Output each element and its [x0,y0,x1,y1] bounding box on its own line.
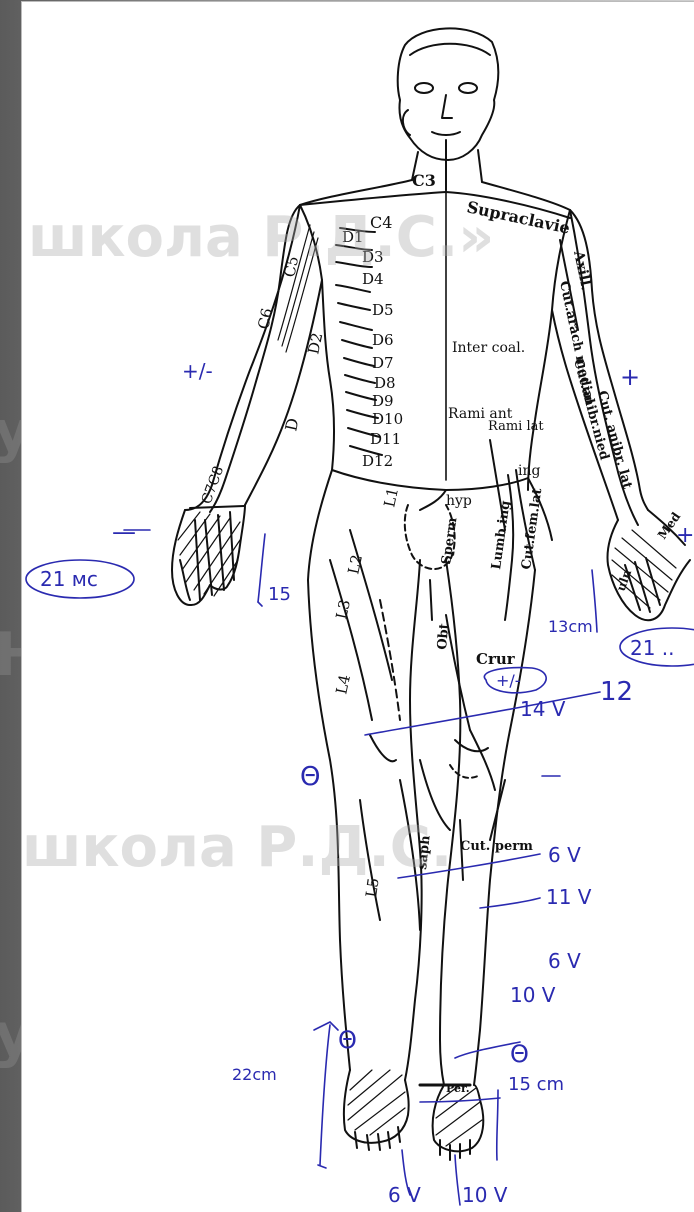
label-d5: D5 [372,301,394,319]
note-10v-a: 10 V [510,983,556,1007]
label-d4: D4 [362,270,384,288]
note-6v-c: 6 V [388,1183,421,1207]
note-6v-a: 6 V [548,843,581,867]
bracket-15cm-right [497,1090,498,1160]
label-d12: D12 [362,452,393,470]
label-c6: C6 [254,307,276,331]
label-d9: D9 [372,392,394,410]
note-10v-b: 10 V [462,1183,508,1207]
note-21-left: 21 мс [40,567,98,591]
note-theta-1: Θ [300,762,320,792]
label-per: Per. [446,1082,470,1095]
label-l1: L1 [380,486,402,509]
note-11v: 11 V [546,885,592,909]
label-d8: D8 [374,374,396,392]
note-plus-minus-knee: +/- [496,671,521,690]
label-cut-perm: Cut. perm [460,839,533,854]
label-ing: ing [518,463,540,479]
label-d11: D11 [370,430,401,448]
note-plus-right-2: + [676,523,694,548]
note-theta-2: Θ [510,1040,529,1068]
label-d10: D10 [372,410,403,428]
label-crur: Crur [476,650,516,668]
label-rami-lat: Rami lat [488,419,544,434]
label-d7: D7 [372,354,394,372]
label-lumb-ing: Lumb.ing [489,500,514,571]
label-cut-fem-lat: Cut.fem.lat [519,487,545,570]
bracket-22 [320,1025,330,1165]
head-outline [398,28,499,160]
note-plus-minus-left: +/- [182,359,213,383]
note-13cm: 13cm [548,617,593,636]
label-l5: L5 [362,877,383,899]
watermark-overlay-2: школа Р.Д.С. [22,815,452,880]
label-inter-coal: Inter coal. [452,340,525,356]
label-axill: Axill. [570,249,594,292]
label-obt: Obt [435,623,452,651]
note-21-right: 21 .. [630,636,675,660]
label-l3: L3 [332,598,354,621]
label-sperm: Sperm [439,516,460,565]
label-d6: D6 [372,331,394,349]
note-15: 15 [268,584,291,605]
note-14v: 14 V [520,697,566,721]
label-d: D [281,416,302,432]
label-hyp: hyp [446,493,472,509]
note-theta-3: Θ [338,1026,357,1054]
note-6v-b: 6 V [548,949,581,973]
watermark-overlay-1: школа Р.Д.С.» [28,205,494,270]
note-minus-left: — [112,518,136,546]
right-leg-outline [474,570,535,1085]
label-uln: uln [614,567,635,593]
note-15cm: 15 cm [508,1074,564,1095]
label-c3: C3 [412,171,436,190]
note-22cm: 22cm [232,1065,277,1084]
note-plus-right: + [620,363,640,391]
bracket-15-left [258,534,265,602]
note-12: 12 [600,677,633,707]
label-l4: L4 [332,673,354,696]
label-d2: D2 [304,331,326,356]
